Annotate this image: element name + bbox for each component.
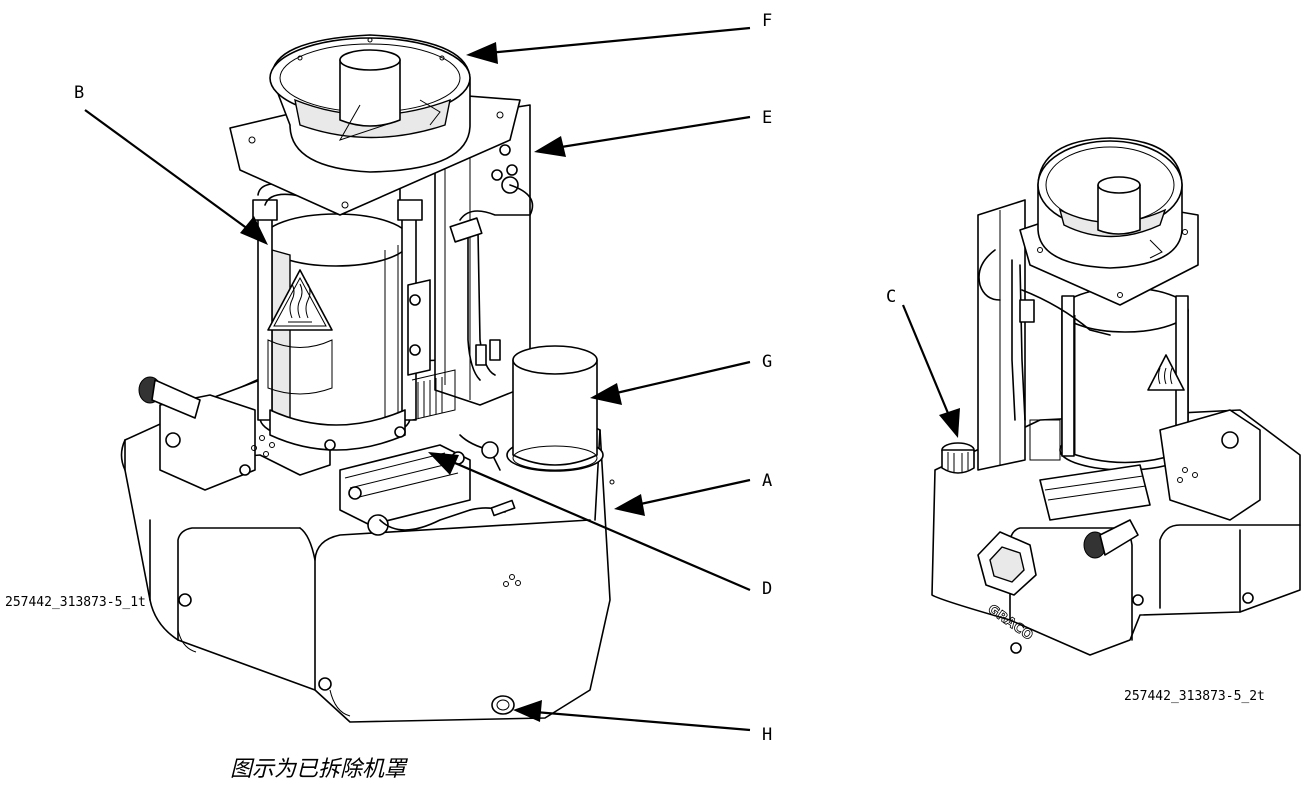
cooling-fan [229,34,521,216]
callout-arrow-a [635,478,751,507]
left-view-drawing [120,34,615,723]
right-view-figure-id: 257442_313873-5_2t [1124,689,1265,704]
right-view-drawing: GRACO [931,137,1301,656]
pressure-adjust-knob-right [1083,519,1139,559]
callout-label-c: C [886,287,896,307]
cooling-fan-right [1019,137,1199,306]
manifold-block-right [1039,409,1261,559]
pressure-adjust-knob [138,376,201,419]
callout-label-e: E [762,108,772,128]
callout-label-d: D [762,579,772,599]
callout-arrow-h [534,710,751,732]
callout-label-h: H [762,725,772,745]
drain-plug [491,695,515,715]
callout-arrow-d [447,458,751,592]
callout-label-a: A [762,471,772,491]
callout-arrow-c [901,304,952,419]
callout-arrow-b [84,109,253,233]
callout-label-g: G [762,352,772,372]
callout-arrow-f [487,26,751,55]
callout-label-b: B [74,83,84,103]
electric-motor-right [1059,287,1191,471]
left-view-figure-id: 257442_313873-5_1t [5,595,146,610]
callout-arrows [84,26,960,732]
callout-arrow-g [611,360,751,396]
electrical-connectors [459,144,534,221]
callout-labels: F B E C G A D H 257442_313873-5_1t 25744… [5,11,1265,782]
cooler-housing-right [977,199,1111,471]
figure-caption: 图示为已拆除机罩 [230,757,409,782]
electric-motor [252,182,456,451]
callout-label-f: F [762,11,772,31]
hot-surface-warning-icon [267,269,333,395]
oil-filter [506,345,604,472]
hot-surface-warning-icon-right [1147,354,1185,391]
callout-arrow-e [554,115,751,150]
filler-cap [941,442,975,474]
